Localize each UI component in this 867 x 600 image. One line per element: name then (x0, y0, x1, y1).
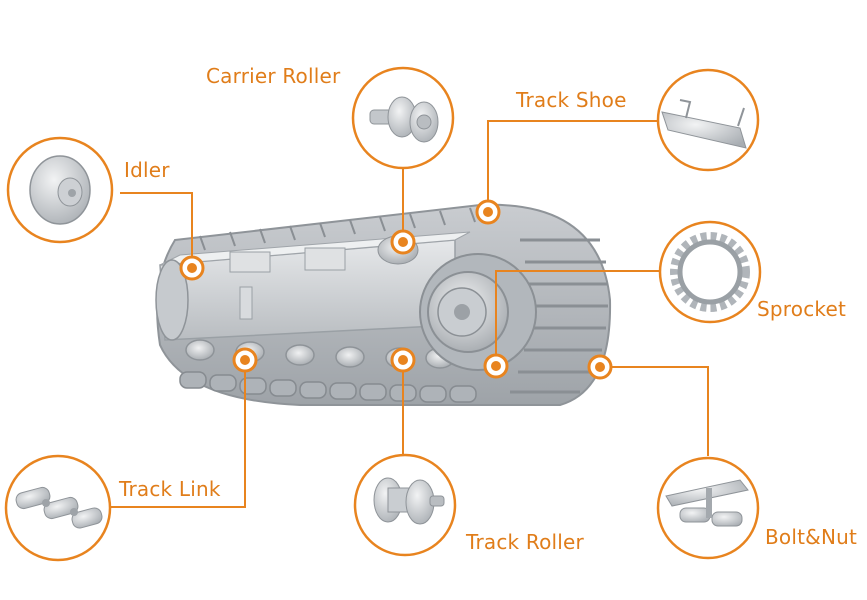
idler-wheel-icon (29, 155, 91, 225)
label-idler: Idler (124, 158, 170, 182)
bolt-nut-callout (656, 456, 760, 560)
marker-track-roller (390, 347, 416, 373)
marker-idler (179, 255, 205, 281)
track-shoe-callout (656, 68, 760, 172)
carrier-roller-callout (351, 66, 455, 170)
marker-track-shoe (475, 199, 501, 225)
label-sprocket: Sprocket (757, 297, 847, 321)
carrier-roller-icon (369, 96, 439, 143)
label-carrier-roller: Carrier Roller (206, 64, 341, 88)
sprocket-gear-icon (670, 232, 750, 312)
bolt-and-nut-icon (665, 479, 749, 527)
sprocket-callout (658, 220, 762, 324)
marker-dots (179, 199, 613, 380)
track-link-callout (4, 454, 112, 562)
track-link-chain-icon (15, 486, 103, 529)
marker-bolt-nut (587, 354, 613, 380)
track-shoe-icon (661, 99, 747, 149)
label-track-roller: Track Roller (466, 530, 584, 554)
label-track-link: Track Link (119, 477, 221, 501)
track-roller-callout (353, 453, 457, 557)
marker-sprocket (483, 353, 509, 379)
connector-lines (108, 120, 709, 508)
idler-callout (6, 136, 114, 244)
label-track-shoe: Track Shoe (516, 88, 627, 112)
track-roller-icon (373, 477, 445, 525)
marker-carrier-roller (390, 229, 416, 255)
undercarriage-illustration (155, 203, 612, 406)
label-bolt-nut: Bolt&Nut (765, 525, 858, 549)
marker-track-link (232, 347, 258, 373)
